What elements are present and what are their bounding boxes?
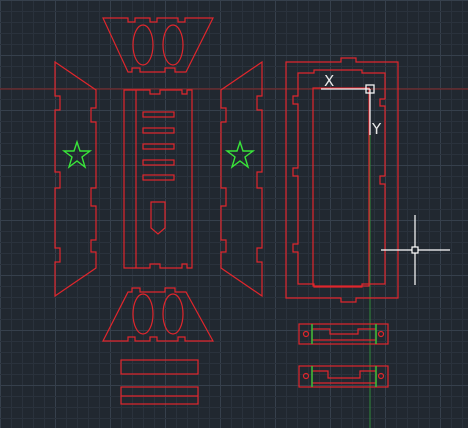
clip-bracket-lower[interactable] [298,365,389,388]
bottom-trapezoid-panel[interactable] [102,287,215,342]
crosshair-icon [381,215,450,285]
bracket-green-marks [311,324,377,387]
top-trapezoid-panel[interactable] [102,17,214,73]
right-star-icon[interactable] [224,139,256,169]
left-side-panel[interactable] [54,60,97,298]
bottom-strip-panels[interactable] [120,359,199,405]
tall-frame-panel[interactable] [285,57,399,303]
ucs-icon [321,84,375,135]
clip-bracket-upper[interactable] [298,323,389,345]
center-vent-panel[interactable] [123,89,193,269]
right-side-panel[interactable] [220,60,263,298]
ucs-y-label: Y [371,120,382,138]
ucs-x-label: X [324,72,334,90]
left-star-icon[interactable] [61,139,93,169]
